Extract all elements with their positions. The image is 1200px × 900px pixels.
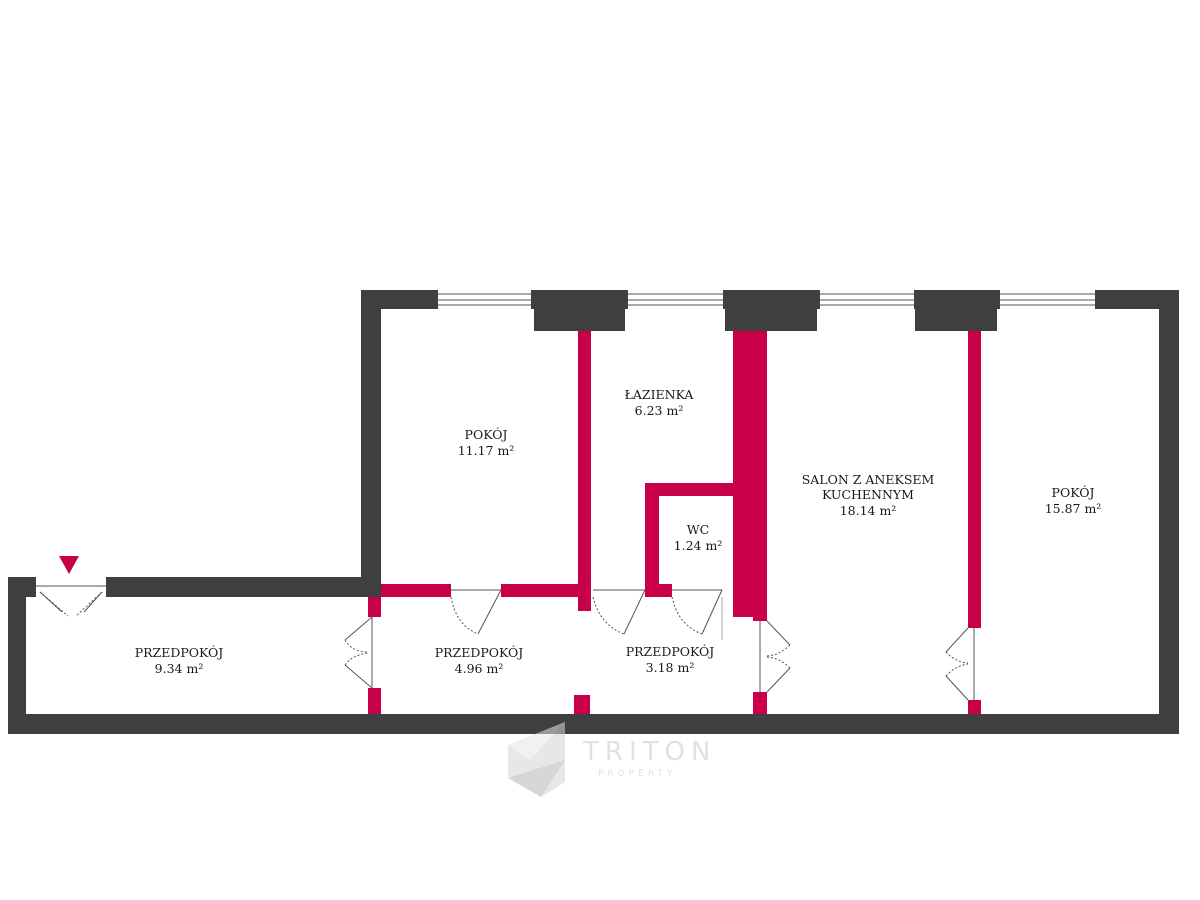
watermark-brand: TRITON [582, 737, 716, 767]
room-name: POKÓJ [465, 426, 508, 442]
room-name: POKÓJ [1052, 484, 1095, 500]
room-area: 9.34 m² [155, 661, 204, 676]
room-labels: POKÓJ 11.17 m² ŁAZIENKA 6.23 m² WC 1.24 … [135, 387, 1102, 676]
door [671, 589, 723, 640]
room-name: SALON Z ANEKSEM [802, 472, 935, 487]
door [592, 589, 646, 635]
door [945, 627, 975, 701]
room-name: WC [687, 522, 709, 537]
watermark: TRITON PROPERTY [508, 722, 716, 797]
doors [36, 577, 975, 701]
entrance-triangle-icon [59, 556, 79, 574]
door [759, 620, 791, 693]
interior-walls [368, 331, 981, 714]
room-area: 11.17 m² [458, 443, 515, 458]
room-name: PRZEDPOKÓJ [435, 644, 524, 660]
window [625, 290, 725, 331]
window [438, 290, 534, 331]
room-name: KUCHENNYM [822, 487, 914, 502]
entrance-door [36, 577, 106, 617]
triton-logo-icon [508, 722, 565, 797]
room-name: PRZEDPOKÓJ [626, 643, 715, 659]
window [997, 290, 1095, 331]
windows [381, 290, 1159, 331]
room-area: 15.87 m² [1045, 501, 1102, 516]
room-area: 6.23 m² [635, 403, 684, 418]
window [817, 290, 915, 331]
room-area: 4.96 m² [455, 661, 504, 676]
door [344, 616, 373, 689]
room-area: 3.18 m² [646, 660, 695, 675]
watermark-sub: PROPERTY [598, 769, 676, 779]
room-area: 1.24 m² [674, 538, 723, 553]
door [450, 589, 502, 635]
room-name: PRZEDPOKÓJ [135, 644, 224, 660]
room-name: ŁAZIENKA [625, 387, 695, 402]
room-area: 18.14 m² [840, 503, 897, 518]
